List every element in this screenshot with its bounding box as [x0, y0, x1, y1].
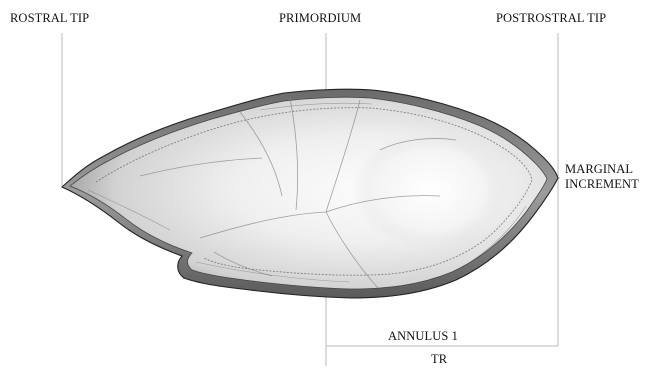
postrostral-tip-label: POSTROSTRAL TIP: [496, 12, 606, 25]
marginal-increment-line-2: INCREMENT: [565, 177, 639, 192]
rostral-tip-label: ROSTRAL TIP: [10, 12, 89, 25]
marginal-increment-label: MARGINAL INCREMENT: [565, 162, 639, 193]
annulus-1-label: ANNULUS 1: [388, 330, 458, 343]
otolith-drawing: [62, 89, 558, 298]
marginal-increment-line-1: MARGINAL: [565, 162, 639, 177]
primordium-label: PRIMORDIUM: [279, 12, 361, 25]
tr-label: TR: [431, 353, 447, 366]
otolith-core-highlight: [352, 132, 508, 248]
